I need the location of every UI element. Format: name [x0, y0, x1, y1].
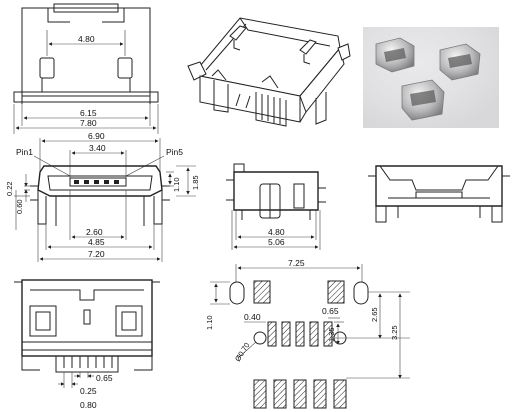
- dim-fp-width: 7.25: [288, 258, 305, 268]
- dim-side-b: 5.06: [268, 237, 285, 247]
- dim-front-b1: 2.60: [86, 227, 103, 237]
- dim-fp-pitch: 0.65: [322, 306, 339, 316]
- bottom-view: [14, 279, 160, 388]
- dim-front-pitch-span: 3.40: [89, 143, 106, 153]
- dim-fp-pad-h: 1.35: [327, 327, 336, 342]
- dim-top-inner: 4.80: [78, 34, 95, 44]
- pcb-footprint: [210, 264, 410, 409]
- isometric-view: [187, 17, 351, 127]
- dim-top-outer: 7.80: [80, 118, 97, 128]
- front-view: [14, 138, 196, 262]
- pin1-label: Pin1: [16, 147, 33, 157]
- dim-front-h1: 0.22: [5, 181, 14, 196]
- side-view: [226, 163, 326, 250]
- dim-front-b2: 4.85: [88, 237, 105, 247]
- dim-fp-pad-w: 0.40: [244, 312, 261, 322]
- dim-fp-hole: Ø0.70: [233, 341, 251, 363]
- top-view: [13, 3, 159, 134]
- dim-bottom-b: 0.65: [96, 373, 113, 383]
- dim-front-top: 6.90: [88, 131, 105, 141]
- dim-fp-right-a: 2.65: [370, 307, 379, 322]
- dim-top-mid: 6.15: [80, 108, 97, 118]
- dim-fp-right-b: 3.25: [390, 325, 399, 340]
- pin5-label: Pin5: [166, 147, 183, 157]
- dim-front-b3: 7.20: [88, 249, 105, 259]
- product-photo: [363, 27, 499, 128]
- dim-fp-left-h: 1.10: [205, 315, 214, 330]
- rear-view: [368, 165, 510, 223]
- dim-front-h2: 0.60: [15, 199, 24, 214]
- dim-front-h4: 1.85: [191, 175, 200, 190]
- dim-front-h3: 1.10: [172, 177, 181, 192]
- dim-bottom-c: 0.80: [80, 400, 97, 410]
- dim-bottom-a: 0.25: [80, 386, 97, 396]
- dim-side-a: 4.80: [268, 227, 285, 237]
